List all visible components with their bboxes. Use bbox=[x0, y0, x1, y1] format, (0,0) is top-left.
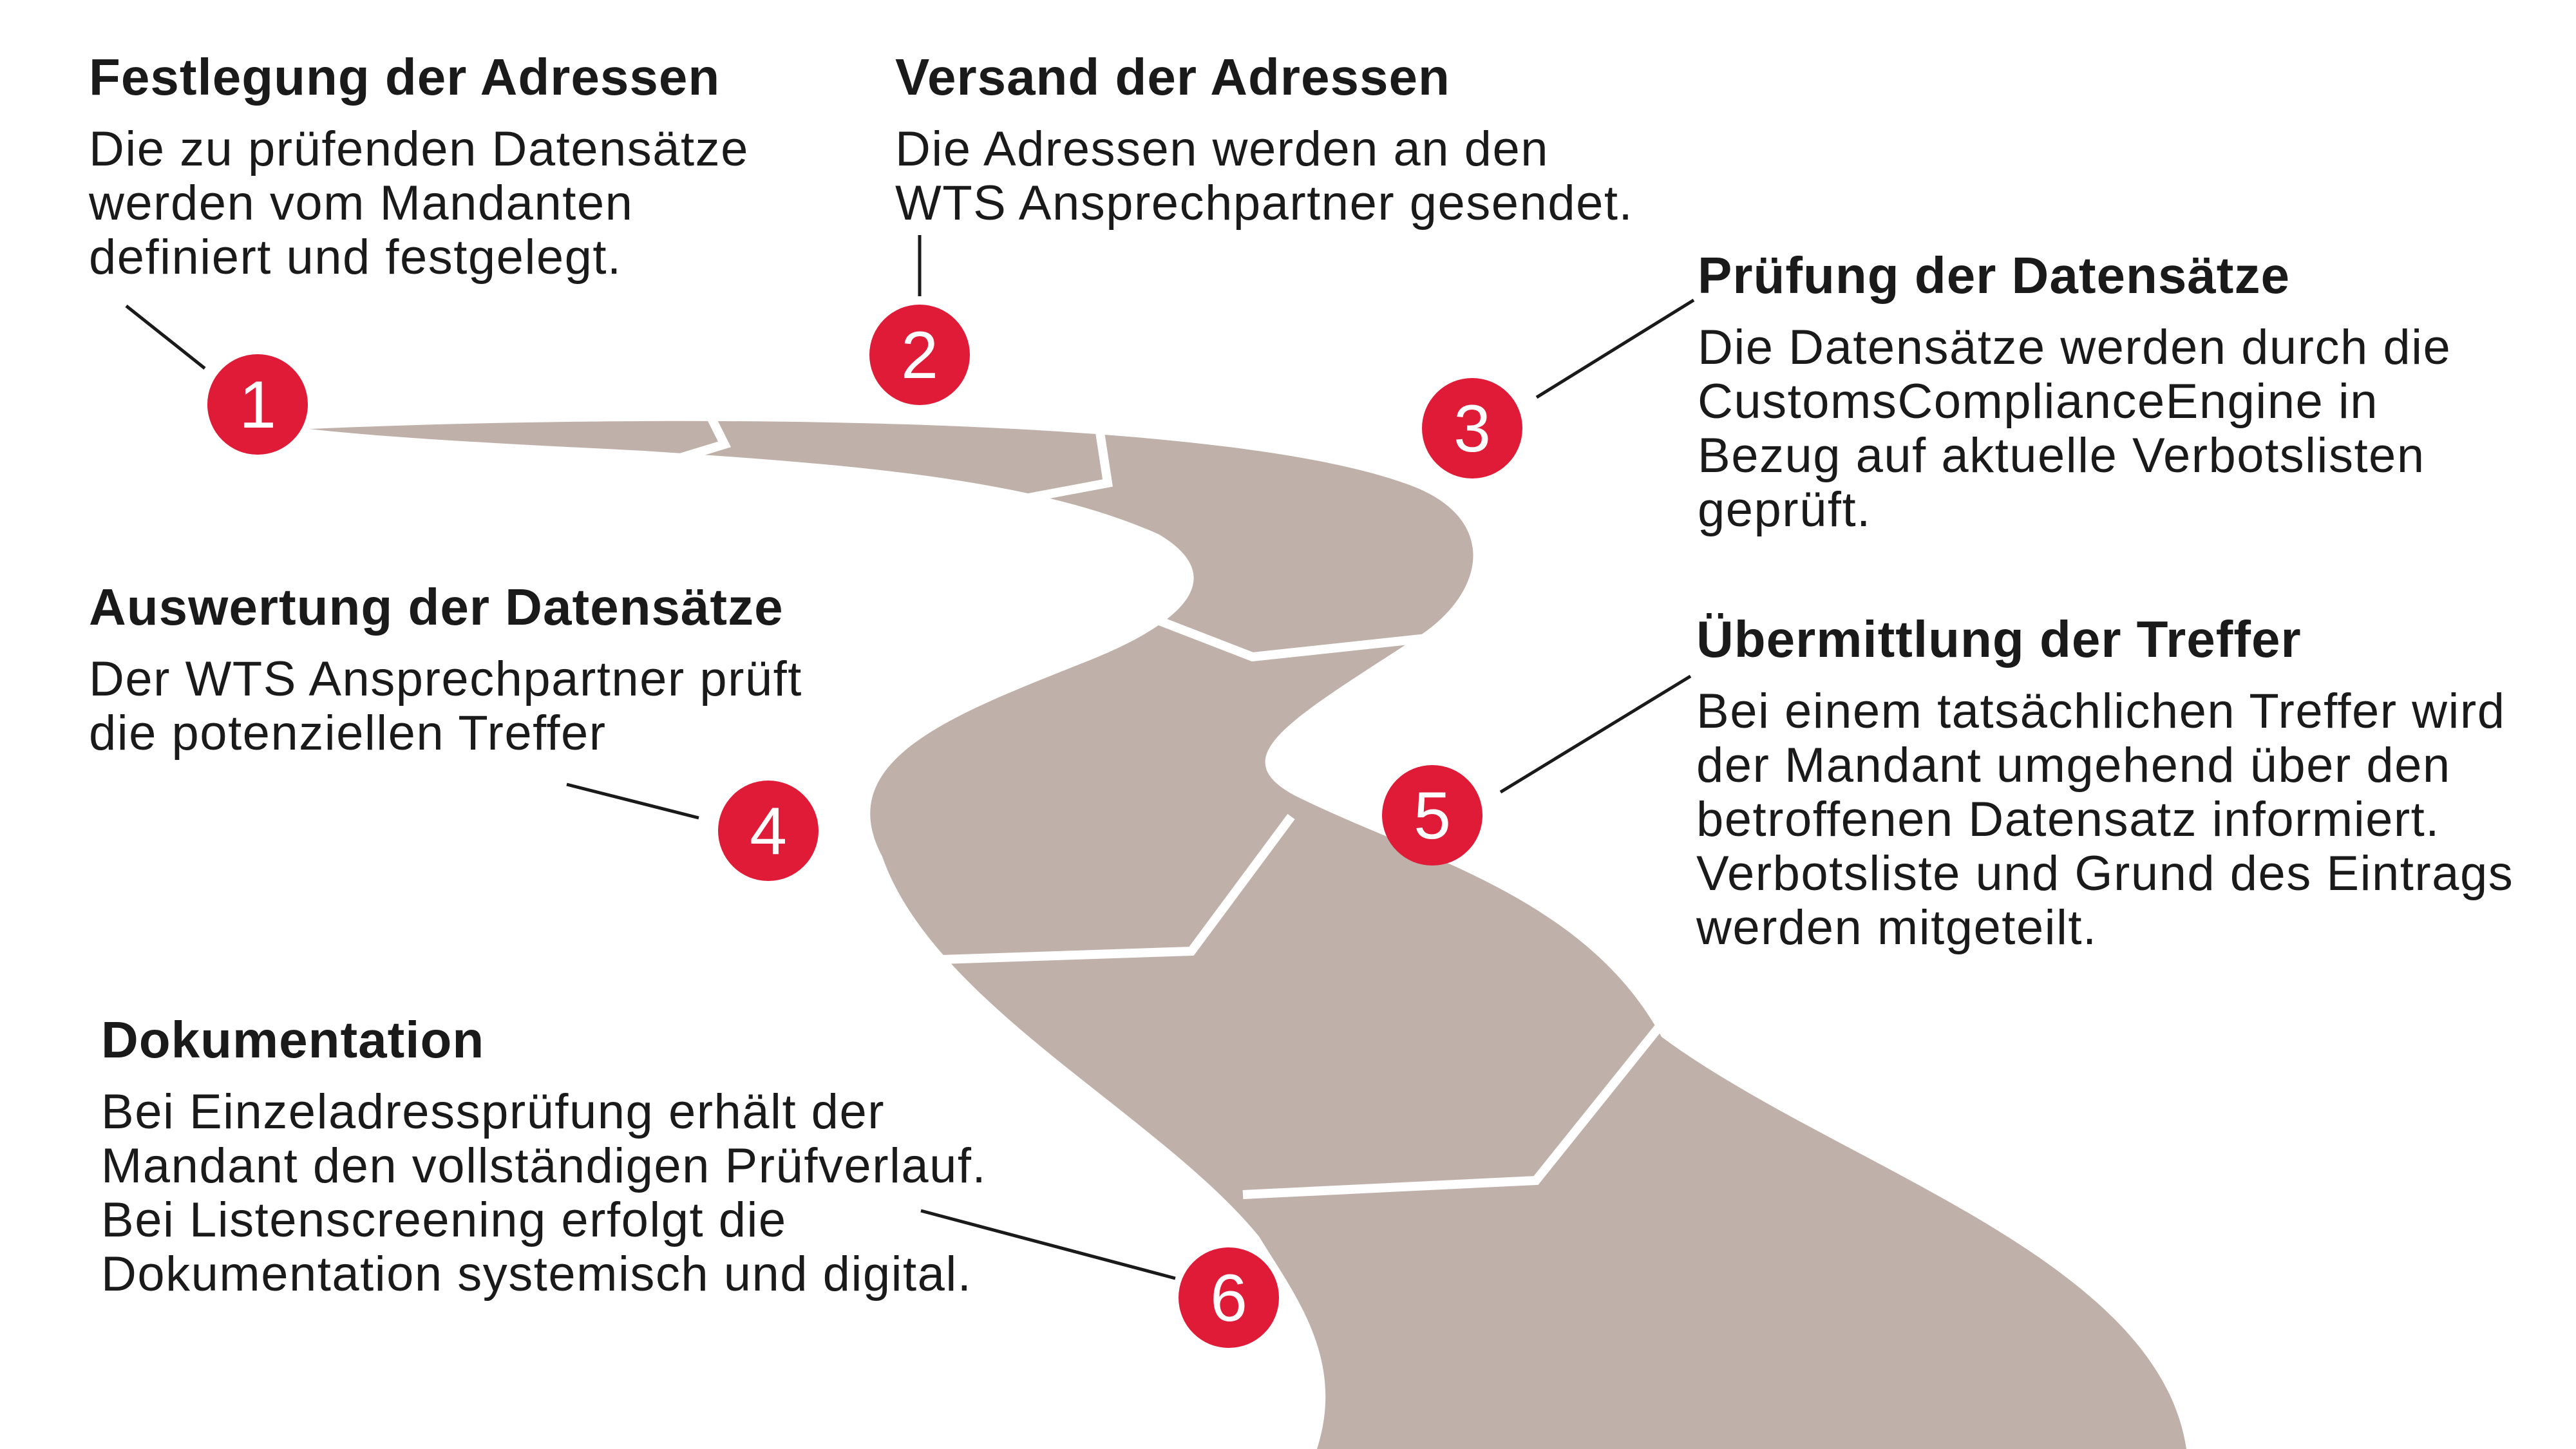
svg-text:6: 6 bbox=[1210, 1261, 1247, 1336]
step-2-title: Versand der Adressen bbox=[895, 48, 1450, 106]
leader-line bbox=[1535, 298, 1695, 399]
leader-line bbox=[920, 1209, 1176, 1280]
step-2-text: Die Adressen werden an den WTS Ansprechp… bbox=[895, 122, 1634, 231]
step-5-title: Übermittlung der Treffer bbox=[1696, 611, 2302, 668]
step-2-block: Versand der Adressen Die Adressen werden… bbox=[895, 46, 1633, 231]
road-segment-dividers bbox=[642, 403, 1665, 1199]
step-marker-5: 5 bbox=[1382, 765, 1482, 866]
svg-text:1: 1 bbox=[239, 368, 276, 442]
step-4-block: Auswertung der Datensätze Der WTS Anspre… bbox=[89, 576, 802, 761]
step-marker-3: 3 bbox=[1422, 378, 1522, 478]
step-4-text: Der WTS Ansprechpartner prüft die potenz… bbox=[89, 652, 802, 761]
road-divider bbox=[1151, 614, 1434, 662]
step-5-block: Übermittlung der Treffer Bei einem tatsä… bbox=[1696, 609, 2514, 955]
step-6-title: Dokumentation bbox=[101, 1011, 485, 1068]
step-markers: 1 2 3 4 5 6 bbox=[207, 305, 1522, 1348]
leader-lines bbox=[125, 235, 1695, 1280]
step-3-text: Die Datensätze werden durch die CustomsC… bbox=[1698, 320, 2452, 537]
step-5-text: Bei einem tatsächlichen Treffer wird der… bbox=[1696, 684, 2514, 955]
svg-text:2: 2 bbox=[901, 318, 938, 393]
step-6-text: Bei Einzeladressprüfung erhält der Manda… bbox=[101, 1084, 987, 1302]
step-3-title: Prüfung der Datensätze bbox=[1698, 247, 2290, 304]
step-6-block: Dokumentation Bei Einzeladressprüfung er… bbox=[101, 1009, 987, 1302]
road-divider bbox=[1003, 419, 1113, 507]
road-divider bbox=[642, 403, 731, 473]
svg-text:5: 5 bbox=[1414, 779, 1451, 853]
step-3-block: Prüfung der Datensätze Die Datensätze we… bbox=[1698, 245, 2451, 537]
road-divider bbox=[940, 813, 1295, 964]
leader-line bbox=[566, 782, 699, 820]
step-1-title: Festlegung der Adressen bbox=[89, 48, 721, 106]
leader-line bbox=[1499, 674, 1692, 794]
step-marker-6: 6 bbox=[1179, 1247, 1279, 1348]
svg-text:4: 4 bbox=[750, 794, 787, 869]
step-marker-2: 2 bbox=[869, 305, 970, 405]
step-1-block: Festlegung der Adressen Die zu prüfenden… bbox=[89, 46, 749, 285]
svg-text:3: 3 bbox=[1454, 392, 1491, 466]
road-divider bbox=[1242, 1021, 1665, 1199]
road-path bbox=[309, 421, 2186, 1449]
step-marker-4: 4 bbox=[718, 781, 819, 881]
leader-line bbox=[125, 305, 206, 370]
step-1-text: Die zu prüfenden Datensätze werden vom M… bbox=[89, 122, 749, 285]
step-4-title: Auswertung der Datensätze bbox=[89, 578, 784, 636]
step-marker-1: 1 bbox=[207, 354, 308, 455]
